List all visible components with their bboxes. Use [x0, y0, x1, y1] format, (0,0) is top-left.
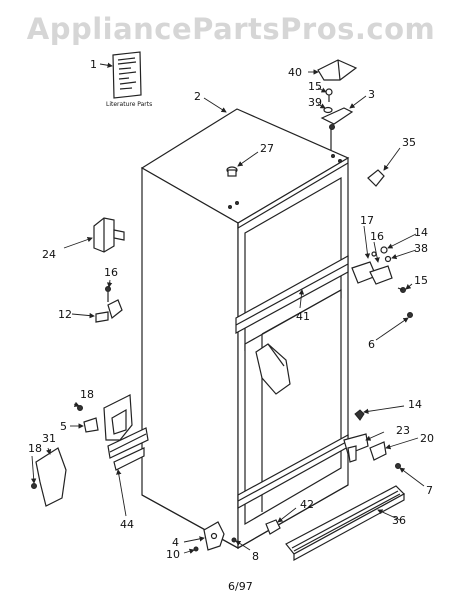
callout-3: 3 — [368, 88, 375, 101]
callout-12: 12 — [58, 308, 72, 321]
callout-31: 31 — [42, 432, 56, 445]
callout-labels: 1 2 3 4 5 6 7 8 10 12 14 14 15 15 16 16 … — [28, 58, 434, 593]
literature-label: Literature Parts — [106, 101, 152, 108]
callout-38: 38 — [414, 242, 428, 255]
callout-14-top: 14 — [414, 226, 428, 239]
toe-grille-36 — [285, 485, 405, 562]
top-hinge-3 — [320, 88, 354, 150]
callout-18-a: 18 — [80, 388, 94, 401]
clip-42 — [265, 519, 281, 535]
callout-6: 6 — [368, 338, 375, 351]
leader-lines — [30, 62, 425, 554]
callout-16-b: 16 — [104, 266, 118, 279]
bracket-5 — [77, 394, 133, 441]
callout-15-top: 15 — [308, 80, 322, 93]
hinge-bracket-4 — [193, 521, 237, 552]
callout-20: 20 — [420, 432, 434, 445]
bracket-12 — [95, 286, 123, 323]
plug-27 — [226, 166, 238, 177]
callout-5: 5 — [60, 420, 67, 433]
cover-31 — [31, 447, 67, 507]
callout-4: 4 — [172, 536, 179, 549]
callout-42: 42 — [300, 498, 314, 511]
callout-1: 1 — [90, 58, 97, 71]
bracket-44 — [107, 427, 149, 471]
callout-16-a: 16 — [370, 230, 384, 243]
literature-booklet: Literature Parts — [106, 51, 152, 108]
callout-7: 7 — [426, 484, 433, 497]
callout-14-bottom: 14 — [408, 398, 422, 411]
callout-41: 41 — [296, 310, 310, 323]
callout-35: 35 — [402, 136, 416, 149]
callout-2: 2 — [194, 90, 201, 103]
bottom-hinge-20 — [343, 409, 401, 469]
center-hinge-17 — [351, 246, 413, 318]
callout-18-b: 18 — [28, 442, 42, 455]
callout-23: 23 — [396, 424, 410, 437]
callout-10: 10 — [166, 548, 180, 561]
callout-27: 27 — [260, 142, 274, 155]
callout-44: 44 — [120, 518, 134, 531]
refrigerator-cabinet — [140, 108, 350, 550]
callout-40: 40 — [288, 66, 302, 79]
hinge-cover-40 — [317, 59, 358, 81]
callout-8: 8 — [252, 550, 259, 563]
date-code: 6/97 — [228, 580, 253, 593]
callout-24: 24 — [42, 248, 56, 261]
part-35 — [367, 169, 385, 187]
callout-15-middle: 15 — [414, 274, 428, 287]
watermark: AppliancePartsPros.com — [26, 12, 436, 46]
callout-17: 17 — [360, 214, 374, 227]
callout-39: 39 — [308, 96, 322, 109]
bracket-24 — [93, 217, 125, 253]
callout-36: 36 — [392, 514, 406, 527]
